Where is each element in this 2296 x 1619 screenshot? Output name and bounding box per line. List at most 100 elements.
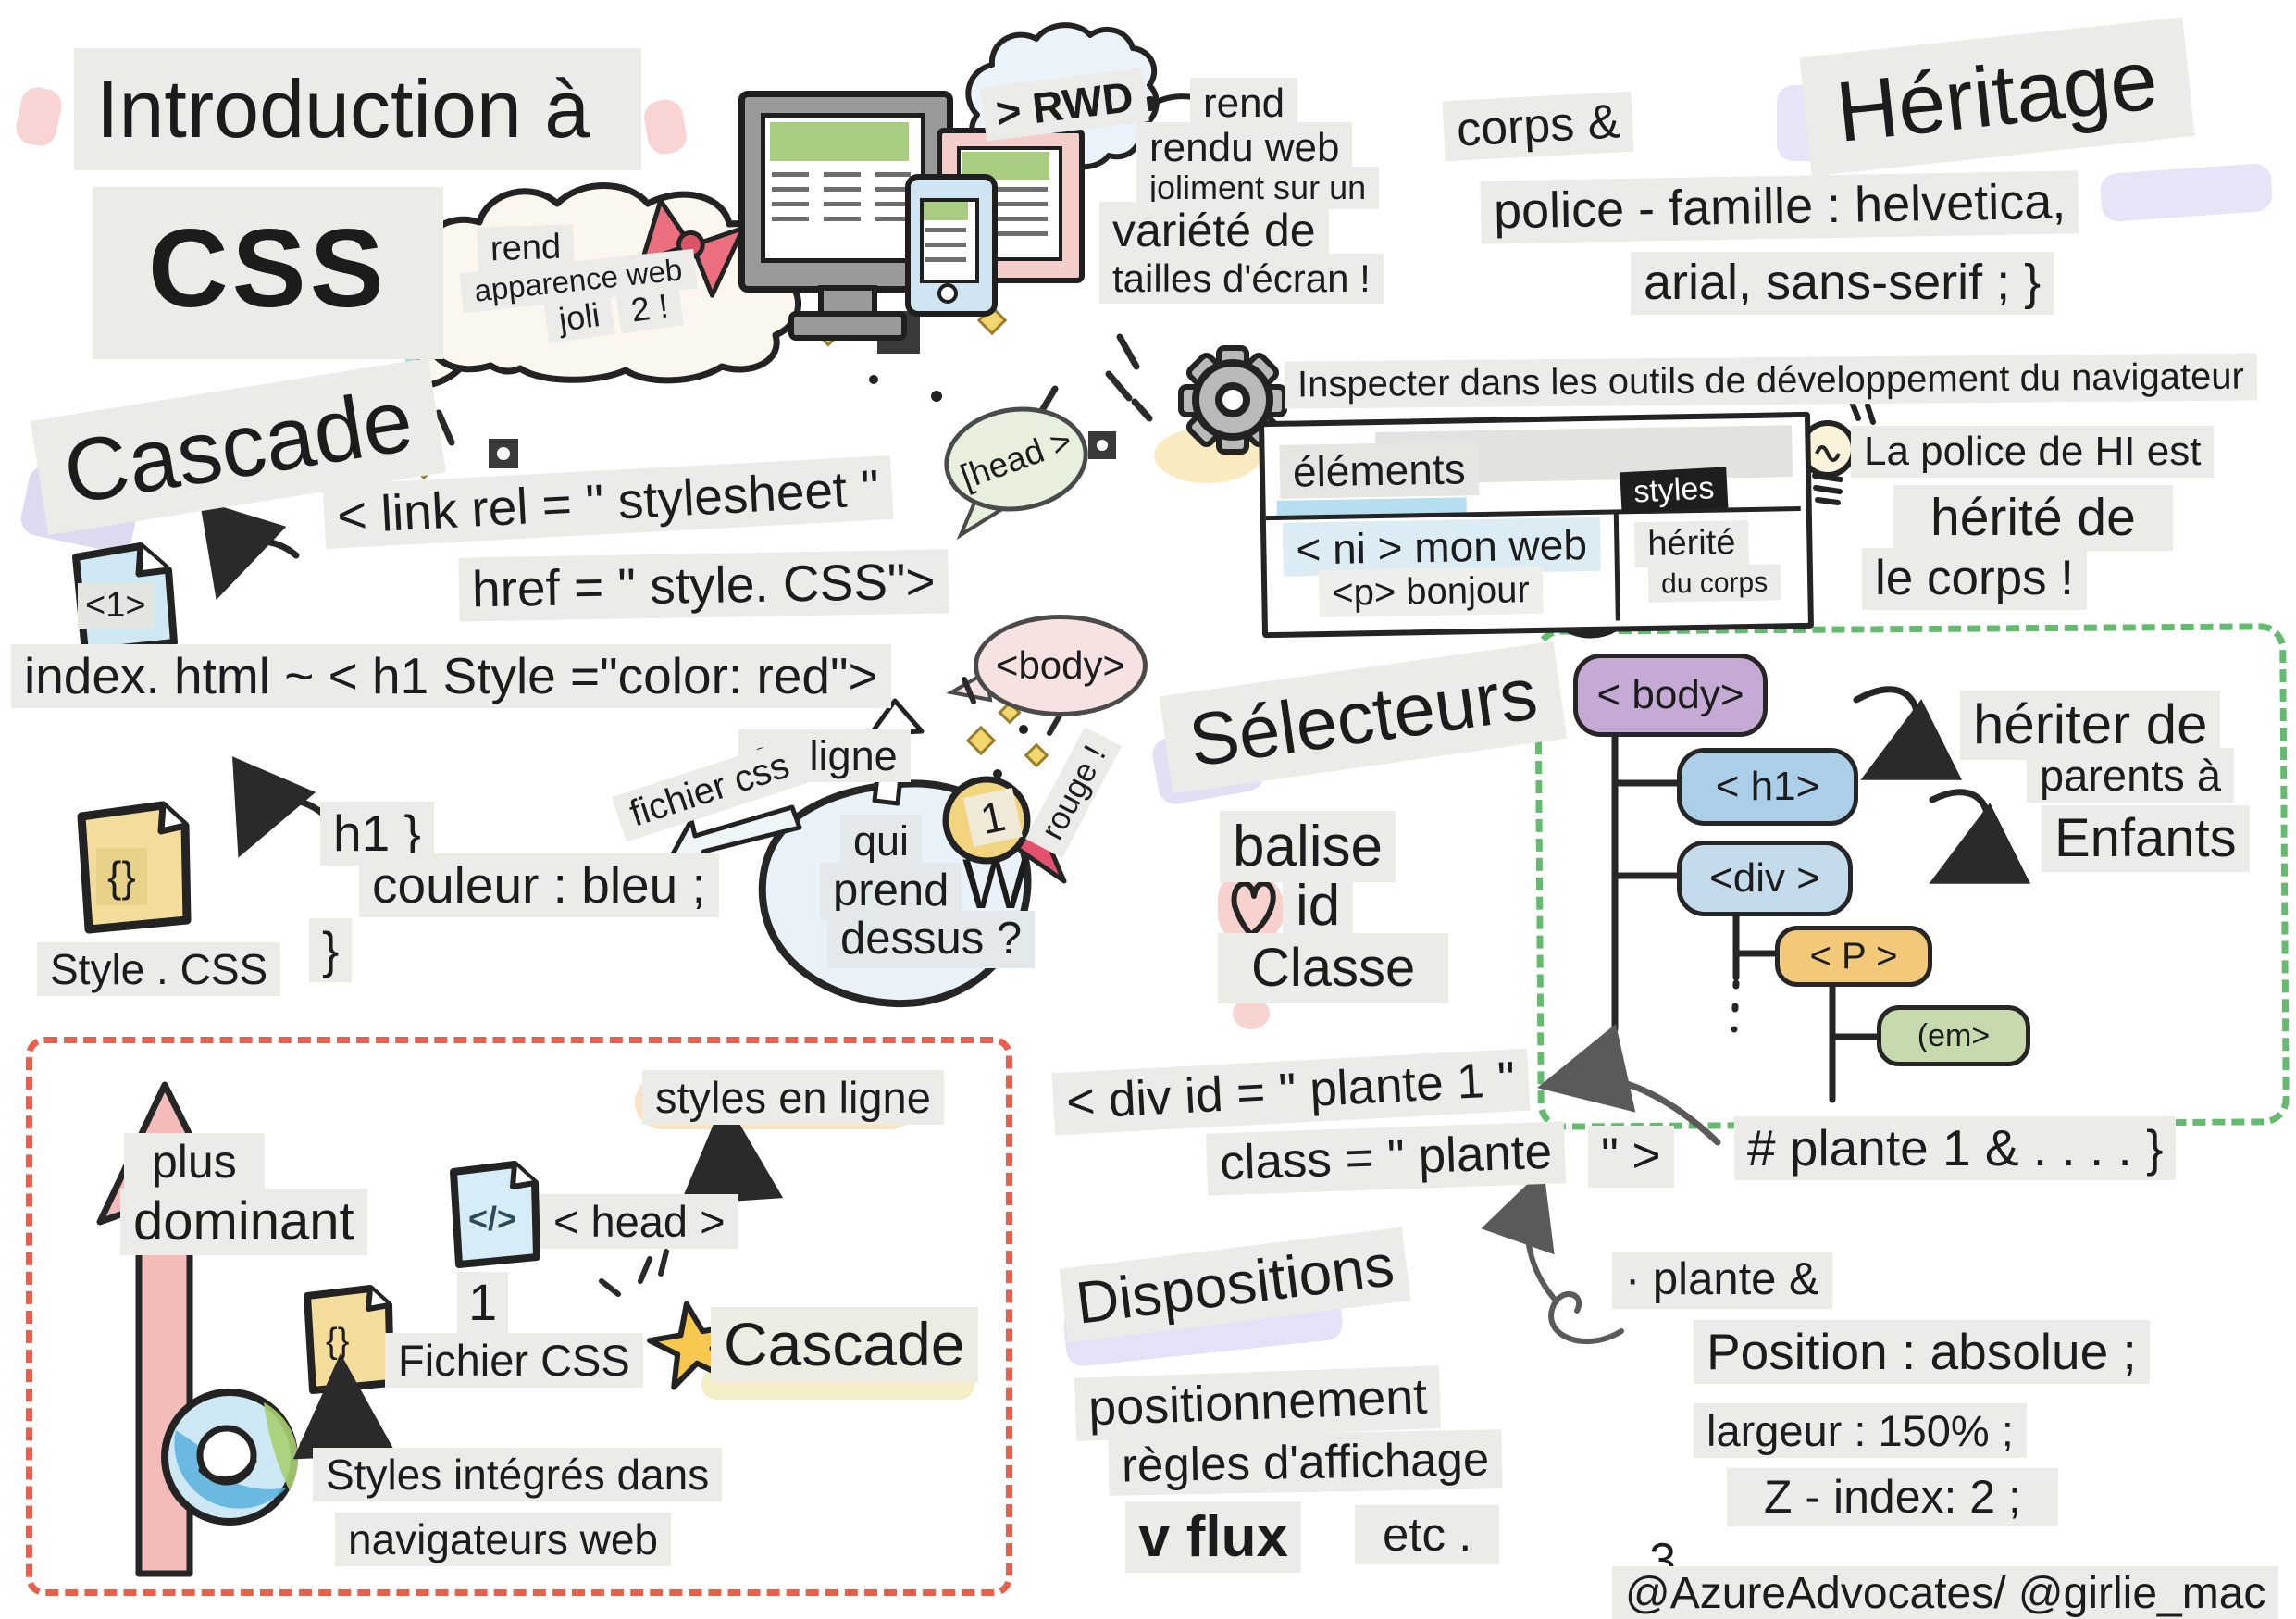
tree-node-p: < P > [1775, 926, 1932, 987]
bulb-note-line1: La police de HI est [1851, 426, 2215, 478]
devtools-tab-styles[interactable]: styles [1620, 467, 1729, 514]
href-code: href = " style. CSS"> [458, 549, 949, 622]
browser-styles-line1: Styles intégrés dans [313, 1448, 723, 1502]
rwd-note: rend [1190, 78, 1298, 130]
bulb-note-line2: hérité de [1893, 485, 2173, 552]
disposition-item: règles d'affichage [1108, 1429, 1503, 1496]
squiggle-arrow [1548, 1291, 1624, 1345]
tree-node-body: < body> [1573, 654, 1768, 737]
id-rule-code: # plante 1 & . . . . } [1734, 1116, 2177, 1180]
browser-styles-line2: navigateurs web [335, 1513, 671, 1567]
panel-divider-v [1613, 509, 1620, 621]
cloud-label: joli [543, 292, 615, 344]
css-prop-zindex: Z - index: 2 ; [1727, 1468, 2058, 1526]
bow-tie-icon [639, 198, 746, 298]
tree-node-label: <div > [1709, 855, 1820, 901]
page-title-line1: Introduction à [74, 48, 642, 170]
devtools-panel: éléments < ni > mon web <p> bonjour styl… [1259, 411, 1814, 639]
styles-en-ligne-label: styles en ligne [642, 1070, 944, 1126]
heart-icon [1231, 880, 1276, 938]
bubble-question-1: qui [840, 815, 923, 868]
curved-arrow [1929, 789, 2031, 884]
tree-node-label: (em> [1917, 1017, 1991, 1053]
winner-w-label: W [962, 845, 1029, 924]
monitor-header [770, 122, 909, 161]
sparkles [599, 1249, 669, 1297]
div-id-code-line2: class = " plante [1205, 1121, 1567, 1196]
body-speech-bubble: <body> [974, 615, 1148, 716]
cascade-bottom-label: Cascade [711, 1307, 978, 1383]
heritage-code-line1: police - famille : helvetica, [1480, 170, 2079, 244]
rwd-note: rendu web [1136, 122, 1353, 174]
devtools-tab-elements[interactable]: éléments [1279, 442, 1480, 500]
bulb-note-line3: le corps ! [1862, 548, 2088, 610]
disposition-item: etc . [1355, 1505, 1500, 1565]
medal-number: 1 [962, 788, 1023, 848]
cascade-dominance-frame [26, 1037, 1012, 1596]
rwd-note: variété de [1099, 202, 1329, 260]
bubble-question-3: dessus ? [827, 911, 1036, 968]
monitor-text-lines [772, 172, 809, 231]
styles-inherited-label: hérité [1633, 520, 1749, 567]
class-rule-code: · plante & [1612, 1252, 1832, 1309]
curved-arrow [1853, 686, 1963, 780]
css-prop-largeur: largeur : 150% ; [1694, 1403, 2027, 1459]
head-bubble-label: [head > [955, 420, 1077, 497]
disposition-item: positionnement [1074, 1365, 1442, 1441]
tree-node-div: <div > [1677, 841, 1853, 916]
css-prop-position: Position : absolue ; [1694, 1320, 2150, 1384]
tree-node-label: < P > [1809, 935, 1898, 977]
head-file-badge: </> [468, 1200, 517, 1238]
body-bubble-label: <body> [995, 643, 1126, 687]
index-html-code: index. html ~ < h1 Style ="color: red"> [11, 644, 891, 708]
edge-browser-logo [161, 1389, 298, 1526]
css-rule-declaration: couleur : bleu ; [359, 853, 719, 917]
priority-one: 1 [457, 1272, 509, 1334]
tree-node-label: < body> [1596, 672, 1744, 717]
page-title-line2: CSS [93, 187, 443, 359]
div-id-code-line2-close: " > [1588, 1126, 1674, 1188]
styles-inherited-from: du corps [1647, 564, 1781, 604]
phone-header [924, 202, 968, 220]
fichier-css-bottom-label: Fichier CSS [385, 1333, 643, 1389]
disposition-item: v flux [1125, 1501, 1301, 1574]
phone-home-button [937, 283, 958, 304]
selector-type-id: id [1283, 870, 1354, 942]
curl-arrow [232, 756, 328, 858]
bubble-question-2: prend [820, 863, 962, 920]
cloud-label: 2 ! [615, 282, 684, 334]
curl-arrow [199, 500, 300, 601]
inspect-note: Inspecter dans les outils de développeme… [1284, 353, 2258, 409]
heritage-corps-label: corps & [1442, 91, 1634, 162]
head-tag-label: < head > [540, 1194, 738, 1250]
gray-arrow [1536, 1024, 1721, 1146]
phone-text-lines [925, 228, 966, 268]
heritage-code-line2: arial, sans-serif ; } [1631, 252, 2054, 315]
tree-node-em: (em> [1877, 1005, 2030, 1066]
monitor-text-lines [875, 172, 911, 231]
html-file-badge: <1> [78, 583, 154, 629]
rwd-note: tailles d'écran ! [1099, 254, 1384, 304]
dominance-dominant: dominant [120, 1189, 367, 1256]
elbow-arrow [679, 1098, 784, 1205]
monitor-text-lines [824, 172, 861, 231]
css-rule-close: } [309, 918, 353, 982]
cssfile-braces: {} [96, 848, 147, 906]
tree-node-h1: < h1> [1677, 748, 1858, 826]
dominance-plus: plus [124, 1133, 265, 1191]
credit-handle: @AzureAdvocates/ @girlie_mac [1612, 1566, 2279, 1619]
cssfile-label: Style . CSS [37, 942, 281, 997]
squiggle-arrow [1481, 1168, 1559, 1304]
cssfile-bottom-braces: {} [326, 1322, 350, 1361]
dom-row-p[interactable]: <p> bonjour [1318, 566, 1544, 618]
gear-icon [1178, 345, 1287, 455]
inherit-note-line2: parents à [2027, 748, 2234, 803]
inherit-note-line3: Enfants [2042, 805, 2250, 873]
selector-type-classe: Classe [1218, 933, 1449, 1004]
en-ligne-label: en ligne [738, 729, 911, 783]
elbow-arrow [292, 1353, 397, 1460]
monitor-base [788, 311, 907, 341]
css-rule-selector: h1 } [320, 802, 434, 866]
tree-node-label: < h1> [1715, 764, 1820, 809]
